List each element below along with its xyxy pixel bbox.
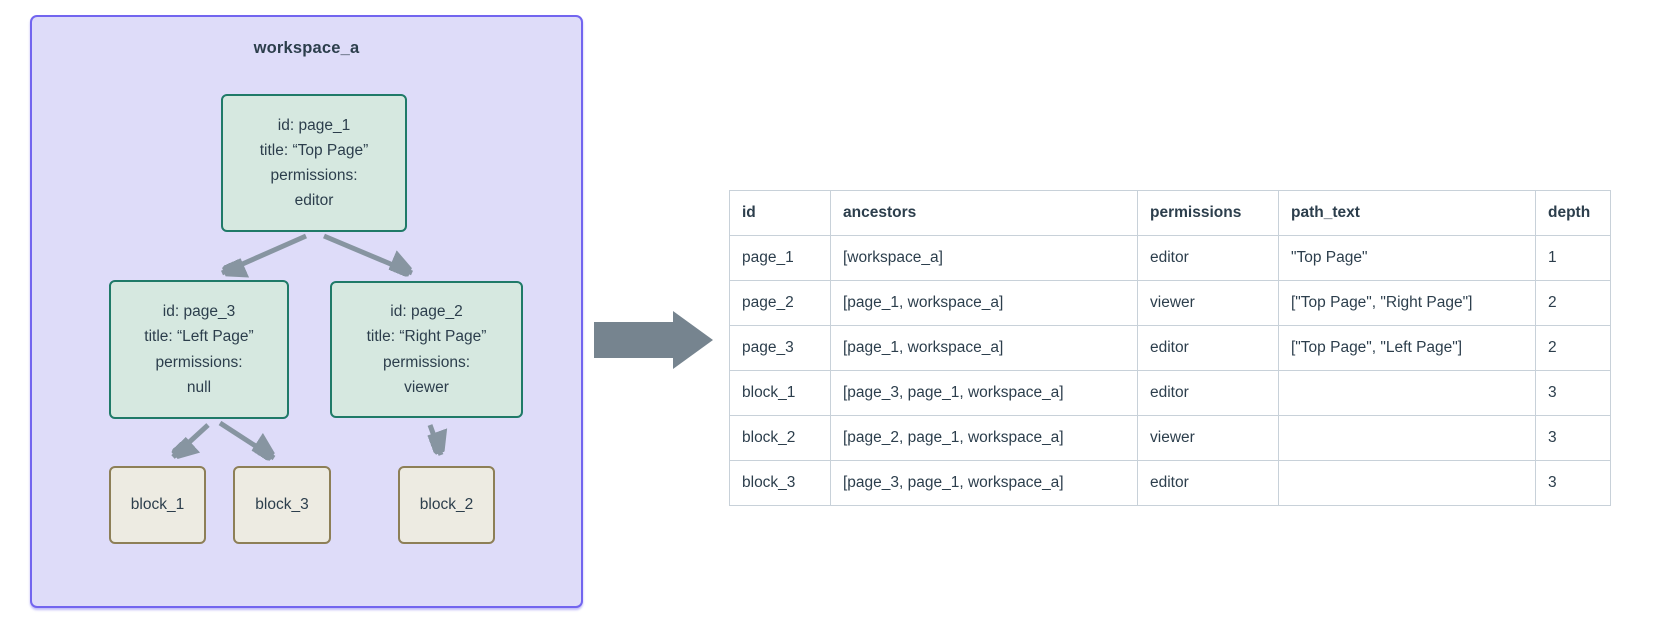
column-header-id: id: [729, 190, 831, 236]
node-line: null: [186, 378, 212, 396]
edge-arrow-page1-page2: [323, 233, 412, 273]
table-row: block_1 [page_3, page_1, workspace_a] ed…: [729, 370, 1611, 416]
table-cell-depth: 3: [1535, 460, 1611, 506]
table-cell-path-text: "Top Page": [1278, 235, 1536, 281]
table-cell-permissions: editor: [1137, 235, 1279, 281]
table-cell-path-text: ["Top Page", "Right Page"]: [1278, 280, 1536, 326]
edge-arrow-page3-block1: [173, 423, 210, 457]
node-line: permissions:: [383, 353, 470, 371]
column-header-path-text: path_text: [1278, 190, 1536, 236]
node-line: title: “Left Page”: [144, 328, 254, 346]
table-cell-id: page_3: [729, 325, 831, 371]
table-cell-path-text: [1278, 460, 1536, 506]
table-row: block_2 [page_2, page_1, workspace_a] vi…: [729, 415, 1611, 461]
node-line: id: page_2: [390, 303, 463, 321]
edge-arrow-page1-page3: [220, 233, 308, 273]
table-cell-id: block_2: [729, 415, 831, 461]
node-page-2: id: page_2 title: “Right Page” permissio…: [330, 281, 523, 418]
result-table-container: id ancestors permissions path_text depth…: [729, 190, 1611, 506]
node-line: permissions:: [270, 167, 358, 184]
table-cell-ancestors: [page_2, page_1, workspace_a]: [830, 415, 1138, 461]
table-cell-ancestors: [page_3, page_1, workspace_a]: [830, 370, 1138, 416]
table-cell-ancestors: [page_3, page_1, workspace_a]: [830, 460, 1138, 506]
table-cell-id: page_2: [729, 280, 831, 326]
table-cell-depth: 2: [1535, 325, 1611, 371]
column-header-permissions: permissions: [1137, 190, 1279, 236]
table-cell-id: page_1: [729, 235, 831, 281]
table-cell-path-text: [1278, 370, 1536, 416]
table-cell-ancestors: [page_1, workspace_a]: [830, 280, 1138, 326]
node-line: block_1: [130, 496, 185, 514]
workspace-container: workspace_a id: page_1 title: “Top Page”…: [30, 15, 583, 608]
node-line: permissions:: [155, 353, 243, 371]
table-cell-id: block_1: [729, 370, 831, 416]
table-cell-depth: 3: [1535, 415, 1611, 461]
table-cell-ancestors: [workspace_a]: [830, 235, 1138, 281]
node-line: title: “Right Page”: [366, 328, 487, 346]
table-cell-permissions: viewer: [1137, 280, 1279, 326]
transform-arrow-icon: [594, 311, 713, 369]
table-cell-permissions: editor: [1137, 370, 1279, 416]
column-header-depth: depth: [1535, 190, 1611, 236]
table-cell-ancestors: [page_1, workspace_a]: [830, 325, 1138, 371]
node-line: viewer: [404, 378, 449, 396]
node-page-1: id: page_1 title: “Top Page” permissions…: [221, 94, 407, 232]
node-block-3: block_3: [233, 466, 331, 544]
table-cell-depth: 3: [1535, 370, 1611, 416]
table-header-row: id ancestors permissions path_text depth: [729, 190, 1611, 236]
table-row: page_1 [workspace_a] editor "Top Page" 1: [729, 235, 1611, 281]
table-cell-permissions: viewer: [1137, 415, 1279, 461]
table-row: page_2 [page_1, workspace_a] viewer ["To…: [729, 280, 1611, 326]
table-cell-depth: 1: [1535, 235, 1611, 281]
column-header-ancestors: ancestors: [830, 190, 1138, 236]
table-row: page_3 [page_1, workspace_a] editor ["To…: [729, 325, 1611, 371]
table-row: block_3 [page_3, page_1, workspace_a] ed…: [729, 460, 1611, 506]
table-cell-path-text: ["Top Page", "Left Page"]: [1278, 325, 1536, 371]
table-cell-depth: 2: [1535, 280, 1611, 326]
node-block-2: block_2: [398, 466, 495, 544]
node-line: id: page_3: [162, 303, 236, 321]
node-line: block_3: [255, 496, 309, 514]
node-line: block_2: [419, 496, 474, 514]
node-line: editor: [294, 192, 334, 210]
table-cell-permissions: editor: [1137, 325, 1279, 371]
workspace-title: workspace_a: [253, 39, 360, 57]
node-page-3: id: page_3 title: “Left Page” permission…: [109, 280, 289, 419]
node-line: title: “Top Page”: [259, 141, 369, 159]
table-cell-id: block_3: [729, 460, 831, 506]
table-cell-permissions: editor: [1137, 460, 1279, 506]
table-cell-path-text: [1278, 415, 1536, 461]
edge-arrow-page3-block3: [218, 420, 274, 458]
edge-arrow-page2-block2: [430, 424, 441, 456]
result-table: id ancestors permissions path_text depth…: [729, 190, 1611, 506]
node-line: id: page_1: [277, 116, 351, 134]
node-block-1: block_1: [109, 466, 206, 544]
